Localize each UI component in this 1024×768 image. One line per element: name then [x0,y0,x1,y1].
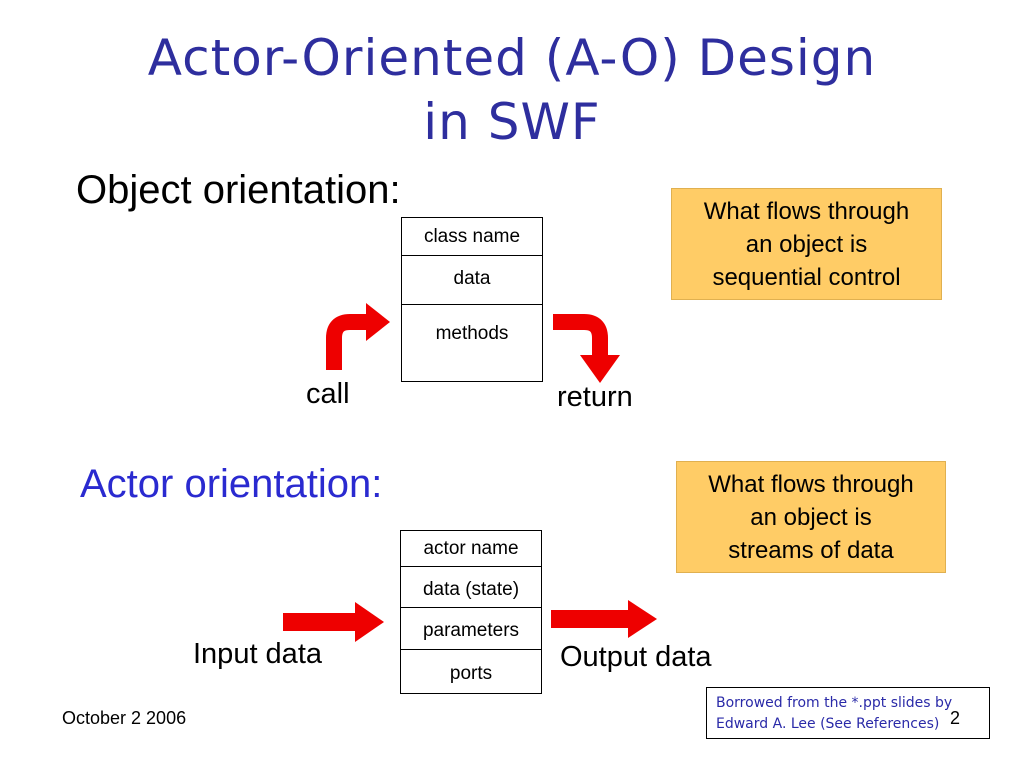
slide-title-line2: in SWF [423,93,601,151]
data-state-cell: data (state) [422,579,520,600]
input-data-label: Input data [193,638,322,670]
object-flow-note: What flows through an object is sequenti… [671,188,942,300]
credit-line: Edward A. Lee (See References) [716,716,940,732]
class-name-cell: class name [423,226,521,247]
call-arrow-icon [326,303,390,370]
divider [401,566,541,567]
note-line: What flows through [703,198,910,225]
note-line: an object is [745,231,868,258]
output-arrow-icon [551,600,657,638]
footer-date: October 2 2006 [62,708,187,728]
divider [402,255,542,256]
ports-cell: ports [449,663,493,684]
note-line: an object is [750,504,872,531]
class-box: class name data methods [401,217,543,382]
input-arrow-icon [283,602,384,642]
return-arrow-icon [553,314,620,383]
methods-cell: methods [435,323,509,344]
credit-box: Borrowed from the *.ppt slides by Edward… [706,687,990,739]
parameters-cell: parameters [422,620,520,641]
actor-name-cell: actor name [423,538,519,559]
actor-box: actor name data (state) parameters ports [400,530,542,694]
output-data-label: Output data [560,641,712,673]
divider [401,649,541,650]
slide-title: Actor-Oriented (A-O) Design in SWF [0,26,1024,154]
note-line: What flows through [708,471,914,498]
divider [402,304,542,305]
actor-orientation-heading: Actor orientation: [80,462,383,506]
divider [401,607,541,608]
slide-title-line1: Actor-Oriented (A-O) Design [147,29,877,87]
call-label: call [306,378,350,410]
page-number: 2 [950,708,961,728]
credit-line: Borrowed from the *.ppt slides by [716,695,953,711]
actor-flow-note: What flows through an object is streams … [676,461,946,573]
note-line: sequential control [712,264,901,291]
object-orientation-heading: Object orientation: [76,168,401,212]
data-cell: data [453,268,491,289]
return-label: return [557,381,633,413]
note-line: streams of data [728,537,894,564]
